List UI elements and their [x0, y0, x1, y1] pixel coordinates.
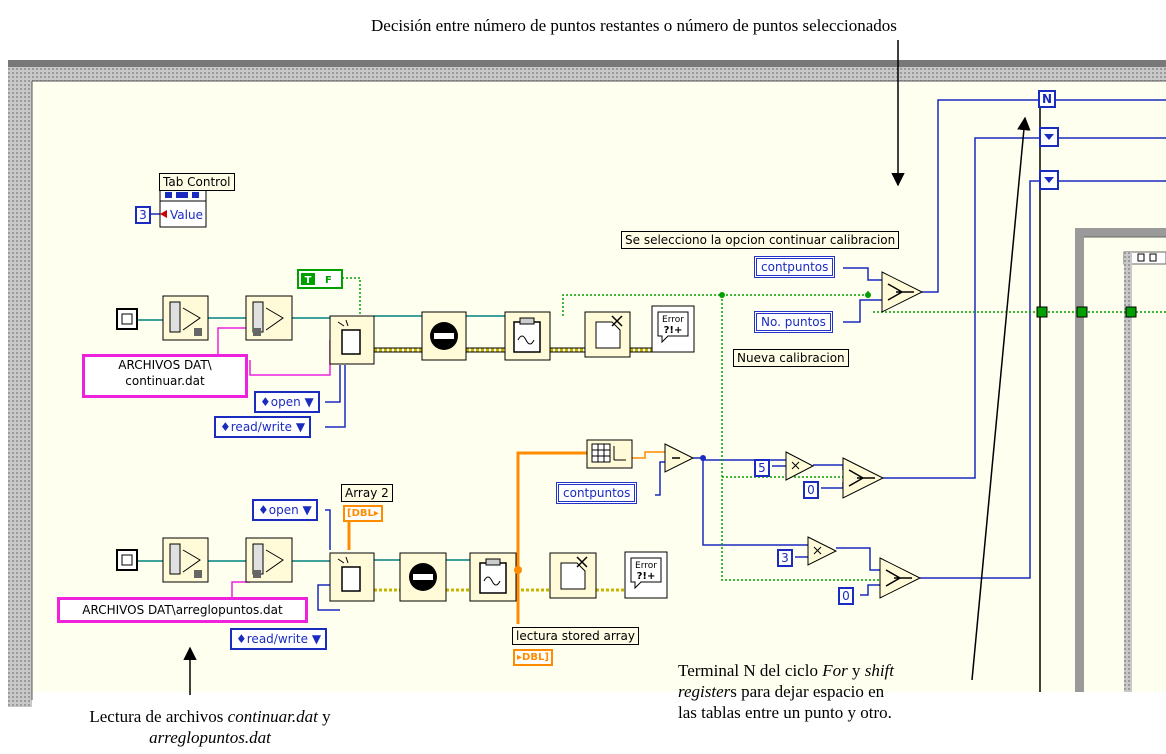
path-text: ARCHIVOS DAT\ continuar.dat	[118, 358, 212, 388]
annotation-pre: Terminal N del ciclo	[678, 661, 823, 680]
readwrite-ring-text: read/write	[230, 420, 293, 434]
delete-icon	[399, 311, 467, 602]
contpuntos-terminal-2: contpuntos	[556, 482, 638, 504]
for-loop-frame	[1039, 90, 1166, 692]
dbl-text-2: DBL	[522, 652, 545, 663]
path-text-2: ARCHIVOS DAT\arreglopuntos.dat	[82, 603, 283, 617]
svg-text:Error: Error	[635, 561, 657, 571]
annotation-file2: arreglopuntos.dat	[149, 728, 271, 747]
annotation-shift: shift	[864, 661, 894, 680]
numeric-wires	[150, 99, 1166, 611]
array2-dbl-indicator: [DBL▸	[343, 505, 383, 522]
open-ring-1[interactable]: ♦open ▼	[254, 391, 320, 413]
open-ring-text: open	[270, 395, 301, 409]
readwrite-ring-text-2: read/write	[246, 632, 309, 646]
svg-text:?!+: ?!+	[637, 571, 656, 582]
top-annotation: Decisión entre número de puntos restante…	[371, 16, 897, 35]
dbl-text: DBL	[351, 508, 374, 519]
tab-control-terminal	[159, 188, 207, 228]
array-wires	[347, 451, 587, 624]
path-constant-arreglopuntos[interactable]: ARCHIVOS DAT\arreglopuntos.dat	[57, 597, 308, 623]
open-ring-2[interactable]: ♦open ▼	[252, 499, 318, 521]
annotation-y: y	[847, 661, 865, 680]
shift-register-icon	[1036, 127, 1137, 318]
bottom-left-annotation: Lectura de archivos continuar.dat y arre…	[60, 706, 360, 748]
error-handler-icon: Error ?!+ Error ?!+	[624, 305, 695, 599]
array-scalar-wires	[632, 451, 665, 459]
annotation-text-mid: y	[317, 707, 331, 726]
error-wires	[374, 348, 652, 592]
multiply-icon	[785, 451, 838, 566]
subtract-icon	[664, 443, 695, 473]
constant-3[interactable]: 3	[777, 549, 793, 567]
svg-text:T: T	[305, 275, 312, 286]
loop-count-terminal: N	[1038, 90, 1056, 108]
open-file-icon	[329, 315, 375, 602]
no-puntos-terminal: No. puntos	[754, 311, 833, 333]
file-wires-row1	[137, 315, 505, 562]
tab-constant[interactable]: 3	[135, 206, 151, 224]
constant-0-b[interactable]: 0	[838, 587, 854, 605]
bottom-right-annotation: Terminal N del ciclo For y shift registe…	[678, 660, 1023, 723]
annotation-register: register	[678, 682, 731, 701]
annotation-for: For	[822, 661, 848, 680]
close-file-icon	[549, 311, 631, 599]
constant-5[interactable]: 5	[754, 459, 770, 477]
annotation-rest: s para dejar espacio en	[730, 682, 885, 701]
stored-array-label: lectura stored array	[512, 627, 639, 645]
boolean-constant: T F	[297, 269, 343, 289]
svg-text:Error: Error	[662, 315, 684, 325]
read-file-icon	[469, 311, 551, 602]
tab-control-label: Tab Control	[159, 173, 235, 191]
build-path-icon	[162, 295, 293, 583]
readwrite-ring-2[interactable]: ♦read/write ▼	[230, 628, 328, 650]
annotation-file1: continuar.dat	[227, 707, 318, 726]
nueva-calibracion-label: Nueva calibracion	[733, 349, 849, 367]
wire-junctions	[514, 292, 871, 574]
tab-control-value: Value	[170, 208, 203, 222]
readwrite-ring-1[interactable]: ♦read/write ▼	[214, 416, 312, 438]
open-ring-text-2: open	[268, 503, 299, 517]
annotation-text: Lectura de archivos	[89, 707, 228, 726]
stored-array-dbl: ▸DBL]	[513, 649, 553, 666]
array2-label: Array 2	[341, 484, 393, 502]
case-label: Se selecciono la opcion continuar calibr…	[621, 231, 900, 249]
svg-text:?!+: ?!+	[664, 325, 683, 336]
annotation-line3: las tablas entre un punto y otro.	[678, 703, 892, 722]
constant-0-a[interactable]: 0	[803, 481, 819, 499]
svg-text:F: F	[325, 275, 332, 286]
path-constant-continuar[interactable]: ARCHIVOS DAT\ continuar.dat	[82, 354, 248, 398]
file-refnum-icon	[116, 308, 138, 571]
contpuntos-terminal: contpuntos	[754, 256, 836, 278]
annotation-arrows	[183, 40, 1031, 695]
array-size-icon	[586, 439, 633, 469]
select-icon	[842, 271, 924, 599]
